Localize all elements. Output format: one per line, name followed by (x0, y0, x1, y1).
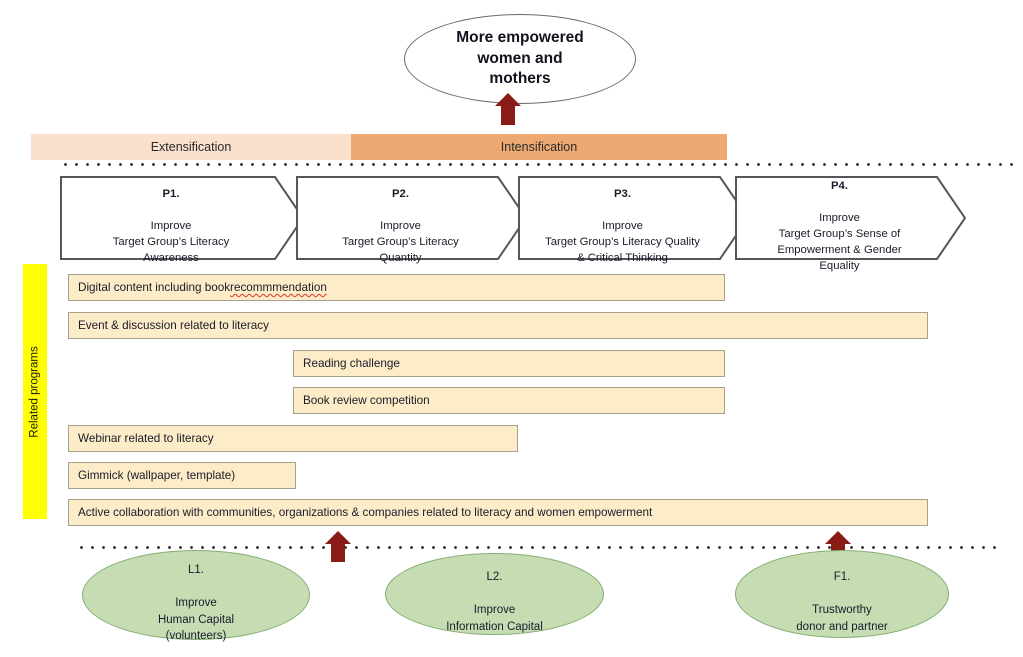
related-programs-label-text: Related programs (29, 345, 41, 438)
perspective-chevron-p2: P2. Improve Target Group’s Literacy Quan… (296, 176, 527, 264)
dotted-divider-bottom (76, 546, 996, 549)
phase-band: Extensification Intensification (31, 134, 727, 160)
capability-text-f1: F1. Trustworthy donor and partner (796, 552, 887, 635)
program-bar: Gimmick (wallpaper, template) (68, 462, 296, 489)
chevron-shape-icon (60, 176, 304, 260)
perspective-code-p1: P1. (162, 187, 180, 200)
capability-ellipse-l2: L2. Improve Information Capital (385, 553, 604, 635)
arrow-shaft (331, 543, 345, 562)
program-bar: Active collaboration with communities, o… (68, 499, 928, 526)
perspective-code-p3: P3. (614, 187, 631, 200)
capability-code-f1: F1. (833, 570, 851, 583)
program-bar: Event & discussion related to literacy (68, 312, 928, 339)
goal-ellipse: More empowered women and mothers (404, 14, 636, 104)
program-bar-label: Gimmick (wallpaper, template) (78, 469, 236, 482)
program-bar: Reading challenge (293, 350, 725, 377)
capability-body-f1: Trustworthy donor and partner (796, 604, 888, 633)
perspective-text-p3: P3. Improve Target Group’s Literacy Qual… (545, 170, 722, 267)
capability-ellipse-f1: F1. Trustworthy donor and partner (735, 550, 949, 638)
perspective-chevron-p4: P4. Improve Target Group’s Sense of Empo… (735, 176, 966, 272)
program-bar: Digital content including book recommmen… (68, 274, 725, 301)
program-bar-label-misspelled: recommmendation (230, 281, 327, 294)
perspective-chevron-p1: P1. Improve Target Group’s Literacy Awar… (60, 176, 304, 264)
program-bar-label: Reading challenge (303, 357, 400, 370)
capability-text-l2: L2. Improve Information Capital (446, 552, 543, 635)
program-bar-label: Webinar related to literacy (78, 432, 214, 445)
goal-label: More empowered women and mothers (456, 29, 584, 88)
program-bar: Webinar related to literacy (68, 425, 518, 452)
chevron-shape-icon (735, 176, 966, 260)
related-programs-label: Related programs (23, 264, 47, 519)
perspective-code-p4: P4. (831, 179, 848, 192)
arrow-head (495, 93, 521, 106)
arrow-head (325, 531, 351, 544)
capability-ellipse-l1: L1. Improve Human Capital (volunteers) (82, 550, 310, 642)
perspective-code-p2: P2. (392, 187, 409, 200)
capability-body-l1: Improve Human Capital (volunteers) (157, 597, 235, 643)
perspective-body-p1: Improve Target Group’s Literacy Awarenes… (112, 220, 230, 265)
arrow-shaft (501, 105, 515, 125)
perspective-text-p4: P4. Improve Target Group’s Sense of Empo… (777, 162, 923, 275)
perspective-body-p4: Improve Target Group’s Sense of Empowerm… (777, 211, 902, 273)
capability-body-l2: Improve Information Capital (446, 604, 543, 634)
perspective-body-p2: Improve Target Group’s Literacy Quantity (342, 220, 459, 265)
phase-segment-intensification: Intensification (351, 134, 727, 160)
perspective-chevron-p3: P3. Improve Target Group’s Literacy Qual… (518, 176, 749, 264)
phase-segment-extensification: Extensification (31, 134, 351, 160)
capability-text-l1: L1. Improve Human Capital (volunteers) (158, 545, 234, 645)
program-bar-label: Book review competition (303, 394, 430, 407)
chevron-shape-icon (518, 176, 749, 260)
perspective-text-p2: P2. Improve Target Group’s Literacy Quan… (342, 170, 481, 267)
program-bar-label: Active collaboration with communities, o… (78, 506, 653, 519)
perspective-text-p1: P1. Improve Target Group’s Literacy Awar… (113, 170, 252, 267)
arrow-head (825, 531, 851, 544)
program-bar: Book review competition (293, 387, 725, 414)
perspective-body-p3: Improve Target Group’s Literacy Quality … (545, 220, 700, 265)
capability-code-l1: L1. (187, 563, 204, 576)
chevron-shape-icon (296, 176, 527, 260)
program-bar-label: Event & discussion related to literacy (78, 319, 269, 332)
program-bar-label: Digital content including book (78, 281, 231, 294)
dotted-divider-top (60, 163, 1020, 166)
capability-code-l2: L2. (486, 571, 503, 583)
